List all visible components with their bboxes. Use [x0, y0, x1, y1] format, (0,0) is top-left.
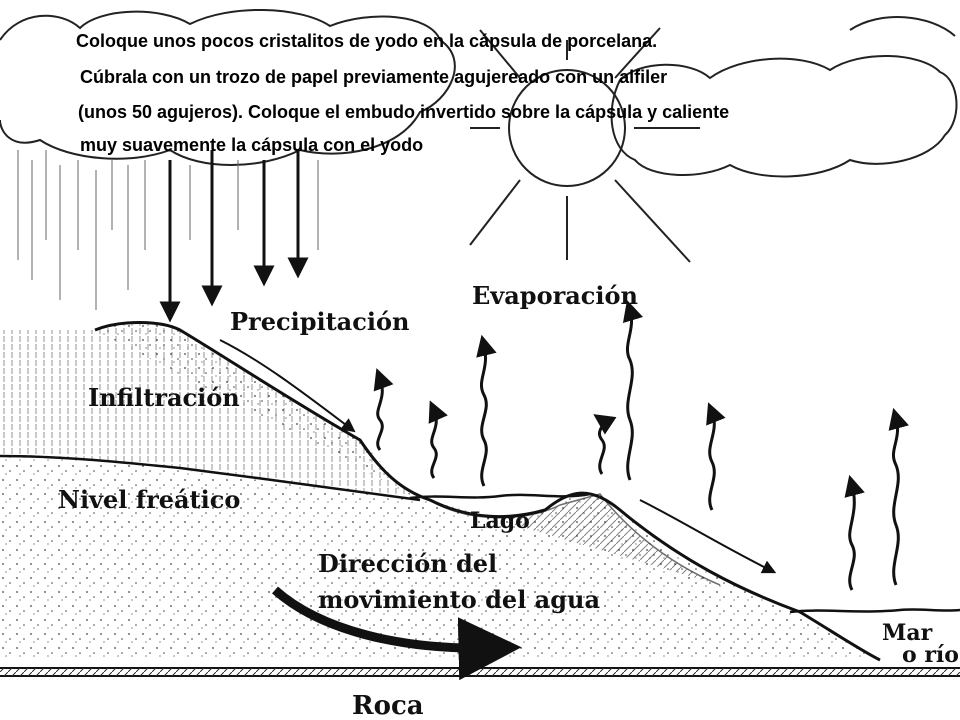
instruction-line-4: muy suavemente la cápsula con el yodo — [80, 135, 424, 155]
cloud-left — [0, 8, 456, 166]
evaporation-arrow — [844, 474, 865, 591]
sea-surface — [789, 608, 960, 614]
label-or-river: o río — [902, 642, 959, 668]
label-precipitation: Precipitación — [230, 307, 409, 336]
label-flow-direction-line2: movimiento del agua — [318, 585, 600, 614]
evaporation-arrow — [706, 402, 726, 511]
precipitation-arrows — [159, 150, 309, 323]
label-evaporation: Evaporación — [472, 281, 638, 310]
label-water-table: Nivel freático — [58, 485, 240, 514]
sun-icon — [469, 27, 700, 263]
flow-direction-arrow — [272, 586, 522, 681]
label-infiltration: Infiltración — [88, 383, 240, 412]
instruction-line-2: Cúbrala con un trozo de papel previament… — [80, 67, 668, 87]
evaporation-arrow — [373, 368, 394, 451]
rain-streaks — [17, 150, 319, 310]
evaporation-arrow — [428, 400, 448, 479]
slope-runoff-line — [219, 339, 356, 433]
evaporation-arrow — [888, 407, 909, 586]
lake-runoff-line — [639, 499, 777, 574]
ground-surface — [94, 321, 881, 662]
infiltration-zone — [0, 322, 410, 495]
evaporation-arrow — [593, 414, 617, 475]
label-sea: Mar — [882, 620, 933, 646]
evaporation-arrow — [476, 334, 497, 487]
label-lake: Lago — [470, 508, 530, 534]
instruction-line-3: (unos 50 agujeros). Coloque el embudo in… — [78, 102, 730, 122]
instruction-line-1: Coloque unos pocos cristalitos de yodo e… — [76, 31, 658, 51]
lake-surface — [409, 492, 591, 500]
cloud-right — [610, 16, 958, 178]
water-table-line — [0, 454, 421, 502]
evaporation-arrow — [622, 299, 644, 481]
rock-hatch — [0, 668, 960, 676]
soil-area — [0, 322, 880, 660]
label-rock: Roca — [352, 691, 424, 720]
evaporation-arrows — [373, 299, 909, 591]
label-flow-direction-line1: Dirección del — [318, 549, 497, 578]
lake-banks — [429, 493, 721, 586]
